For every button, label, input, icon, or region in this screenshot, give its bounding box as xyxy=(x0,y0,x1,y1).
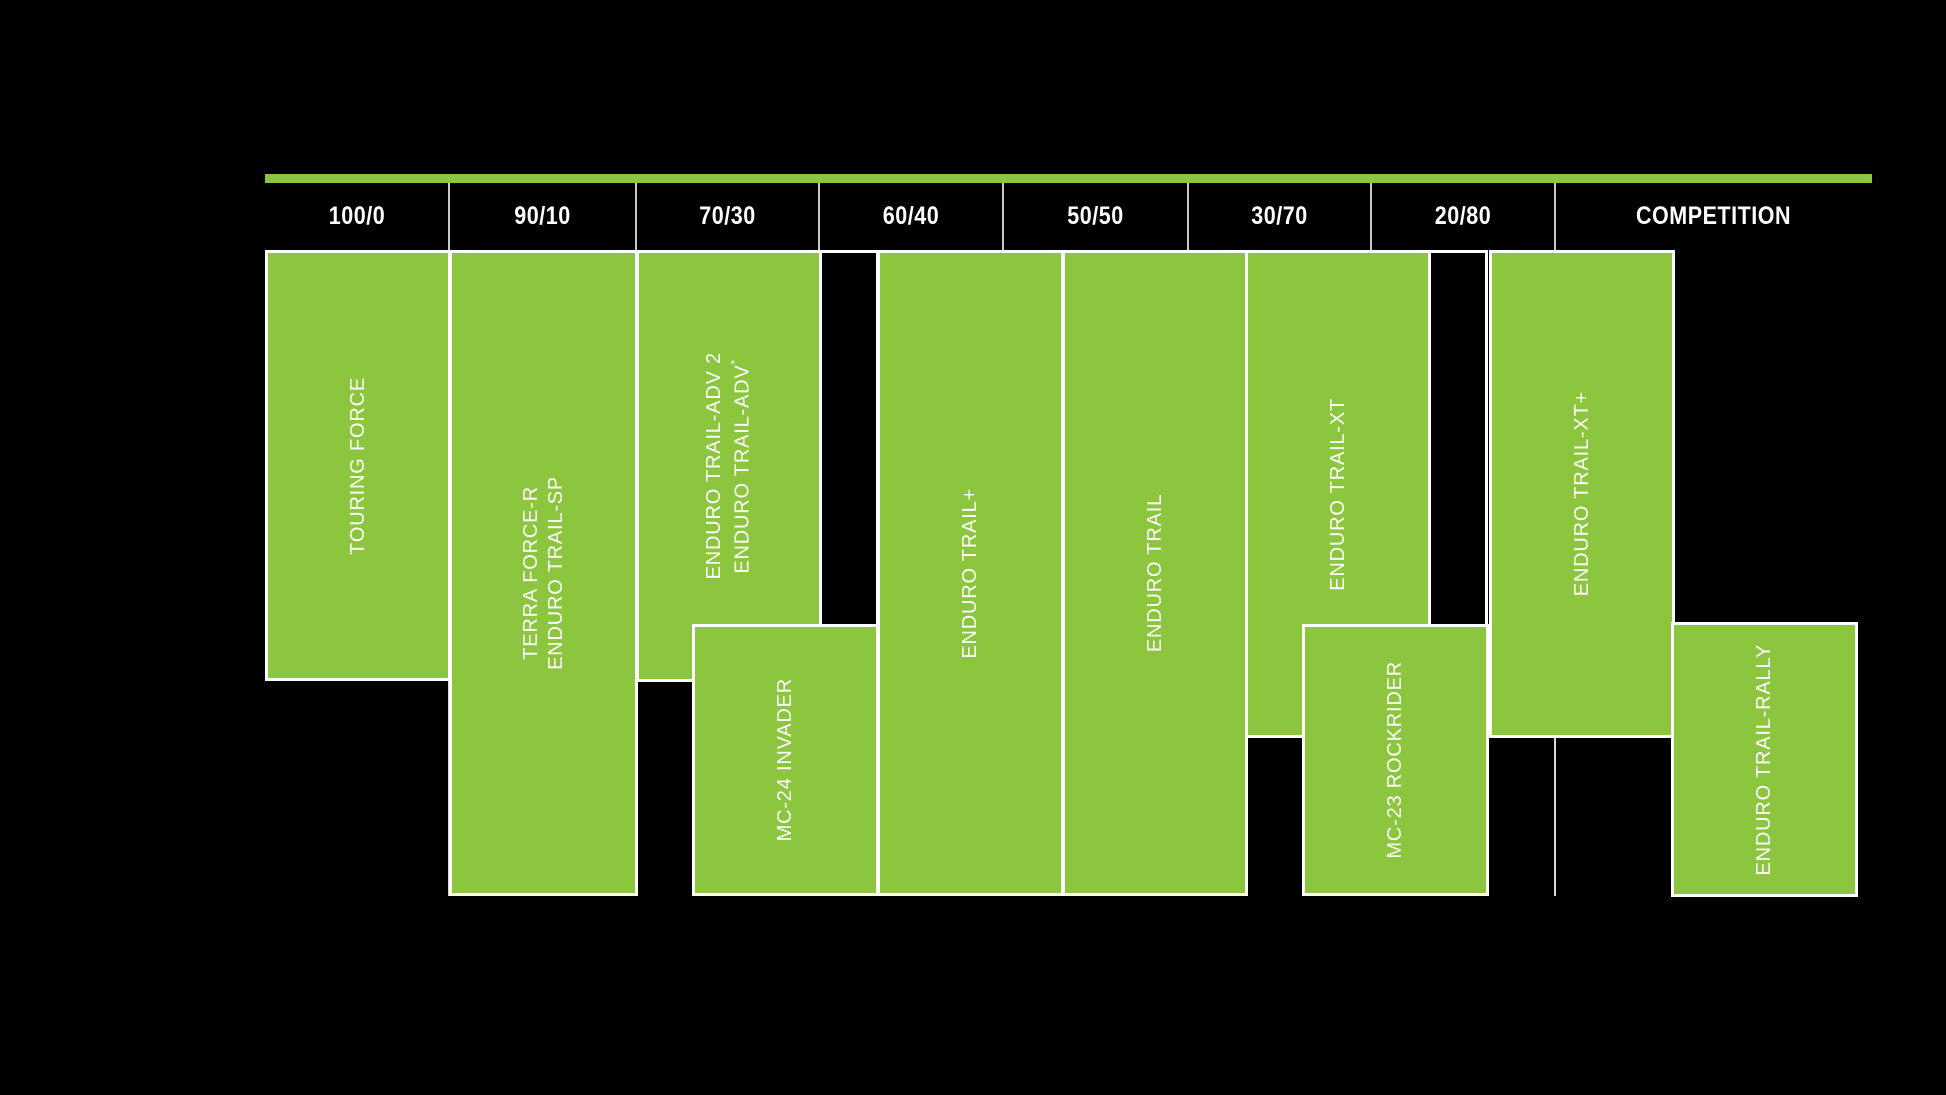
bar-label-group: TOURING FORCE xyxy=(268,253,448,678)
bar-enduro-trail-rally[interactable]: ENDURO TRAIL-RALLY xyxy=(1671,622,1858,897)
bar-label: MC-23 ROCKRIDER xyxy=(1384,661,1406,859)
header-divider xyxy=(448,183,450,250)
bar-label: ENDURO TRAIL+ xyxy=(959,487,981,659)
header-divider xyxy=(818,183,820,250)
column-header-50-50: 50/50 xyxy=(1067,202,1124,230)
bar-label-group: MC-23 ROCKRIDER xyxy=(1305,627,1486,893)
column-header-70-30: 70/30 xyxy=(699,202,756,230)
bar-mc-23-rockrider[interactable]: MC-23 ROCKRIDER xyxy=(1302,624,1489,896)
column-header-100-0: 100/0 xyxy=(328,202,386,230)
column-header-30-70: 30/70 xyxy=(1251,202,1308,230)
bar-label: ENDURO TRAIL xyxy=(1143,493,1166,653)
top-accent-rule xyxy=(265,174,1872,183)
bar-label-group: ENDURO TRAIL-XT+ xyxy=(1492,253,1672,735)
header-divider xyxy=(635,183,637,250)
bar-label: ENDURO TRAIL-XT xyxy=(1326,397,1349,591)
column-header-20-80: 20/80 xyxy=(1434,202,1492,230)
bar-enduro-trail-plus[interactable]: ENDURO TRAIL+ xyxy=(877,250,1064,896)
bar-enduro-trail-xt-plus[interactable]: ENDURO TRAIL-XT+ xyxy=(1489,250,1675,738)
bar-label-group: ENDURO TRAIL-RALLY xyxy=(1674,625,1855,894)
bar-enduro-trail-adv-extension[interactable] xyxy=(819,250,879,631)
bar-label: ENDURO TRAIL-ADV* xyxy=(728,358,754,574)
bar-label: ENDURO TRAIL-ADV 2 xyxy=(703,352,726,580)
header-divider xyxy=(1370,183,1372,250)
bar-label: MC-24 INVADER xyxy=(774,678,796,842)
bar-label-group: MC-24 INVADER xyxy=(695,627,876,893)
bar-label: ENDURO TRAIL-SP xyxy=(544,476,567,670)
bar-label: TOURING FORCE xyxy=(346,376,369,555)
column-header-60-40: 60/40 xyxy=(882,202,940,230)
bar-enduro-trail[interactable]: ENDURO TRAIL xyxy=(1062,250,1248,896)
bar-label: TERRA FORCE-R xyxy=(519,486,542,660)
bar-label: ENDURO TRAIL-RALLY xyxy=(1753,643,1775,876)
bar-label-group: ENDURO TRAIL+ xyxy=(880,253,1061,893)
header-divider xyxy=(1554,183,1556,250)
header-divider xyxy=(1002,183,1004,250)
column-header-90-10: 90/10 xyxy=(514,202,571,230)
bar-touring-force[interactable]: TOURING FORCE xyxy=(265,250,451,681)
bar-label-group: ENDURO TRAIL xyxy=(1065,253,1245,893)
column-header-competition: COMPETITION xyxy=(1636,202,1791,230)
footnote-marker: * xyxy=(728,358,743,365)
bar-label: ENDURO TRAIL-XT+ xyxy=(1570,391,1593,597)
header-divider xyxy=(1187,183,1189,250)
column-header-band: 100/0 90/10 70/30 60/40 50/50 30/70 20/80 COMPE… xyxy=(265,183,1872,250)
bar-enduro-trail-xt-extension[interactable] xyxy=(1428,250,1488,631)
bar-mc-24-invader[interactable]: MC-24 INVADER xyxy=(692,624,879,896)
